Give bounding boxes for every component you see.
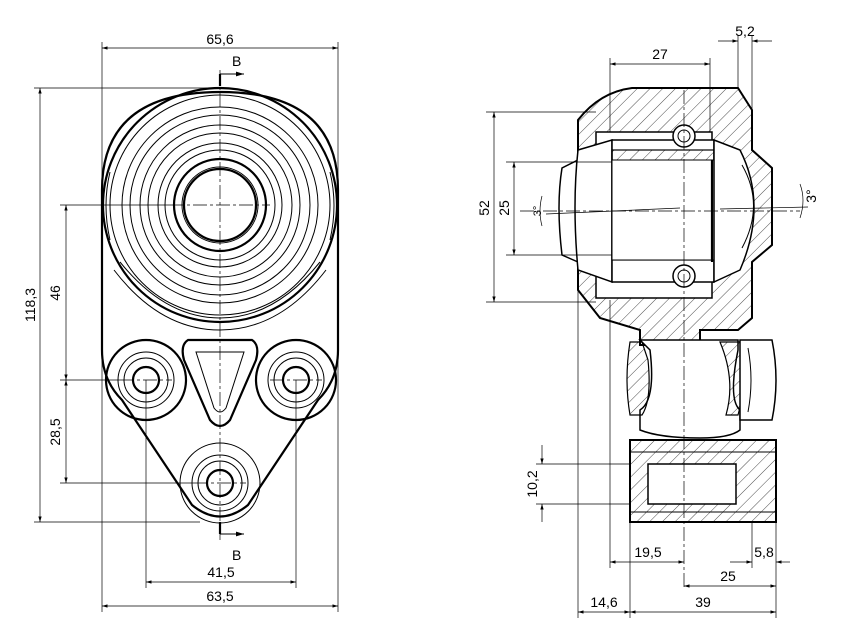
dim-label-3deg-outer: 3° xyxy=(803,189,819,202)
dim-label-41-5: 41,5 xyxy=(207,564,234,580)
dim-width-5-2: 5,2 xyxy=(718,23,772,110)
insert-bearing xyxy=(558,138,755,284)
dim-dia-10-2: 10,2 xyxy=(524,445,630,522)
dim-dist-5-8: 5,8 xyxy=(730,522,790,568)
dim-label-27: 27 xyxy=(652,46,668,62)
dim-dia-25: 25 xyxy=(496,161,612,256)
dim-label-3deg-inner: 3° xyxy=(532,206,544,217)
section-center-lines xyxy=(520,90,800,590)
dim-label-52: 52 xyxy=(476,200,492,216)
dim-width-27: 27 xyxy=(609,46,711,132)
dim-label-14-6: 14,6 xyxy=(590,594,617,610)
section-label-bottom: B xyxy=(232,547,241,563)
section-label-top: B xyxy=(232,53,241,69)
dim-label-39: 39 xyxy=(695,594,711,610)
dim-overall-height: 118,3 xyxy=(22,87,222,523)
dim-overall-width-top: 65,6 xyxy=(101,31,339,190)
dim-label-28-5: 28,5 xyxy=(47,418,63,445)
dim-label-19-5: 19,5 xyxy=(634,544,661,560)
dim-angle-inner: 3° xyxy=(532,195,681,227)
dim-hole-spacing: 41,5 xyxy=(145,380,297,588)
section-view: 27 5,2 52 25 3° xyxy=(476,23,819,618)
dim-dist-25: 25 xyxy=(684,568,777,592)
dim-label-46: 46 xyxy=(47,285,63,301)
dim-label-5-2: 5,2 xyxy=(735,23,755,39)
neck-section xyxy=(626,339,777,439)
dim-label-5-8: 5,8 xyxy=(754,544,774,560)
foot-section xyxy=(629,439,777,523)
dim-label-25: 25 xyxy=(496,200,512,216)
front-view: 65,6 B B 118,3 46 xyxy=(22,31,340,612)
triangular-recess xyxy=(181,338,259,428)
dim-holes-to-bottom: 28,5 xyxy=(47,380,194,484)
dim-label-65-6: 65,6 xyxy=(206,31,233,47)
section-mark-bottom: B xyxy=(218,522,244,563)
dim-center-to-holes: 46 xyxy=(47,204,170,381)
dim-base-width: 63,5 xyxy=(101,350,339,612)
dim-label-25-bottom: 25 xyxy=(720,568,736,584)
dim-dist-39: 39 xyxy=(630,592,777,618)
dim-label-63-5: 63,5 xyxy=(206,588,233,604)
dim-dist-19-5: 19,5 xyxy=(609,300,684,568)
dim-label-10-2: 10,2 xyxy=(524,470,540,497)
section-mark-top: B xyxy=(218,53,244,86)
dim-label-118-3: 118,3 xyxy=(22,288,38,322)
dim-angle-outer: 3° xyxy=(719,183,819,219)
dim-dist-14-6: 14,6 xyxy=(577,290,631,618)
dim-dia-52: 52 xyxy=(476,111,596,303)
